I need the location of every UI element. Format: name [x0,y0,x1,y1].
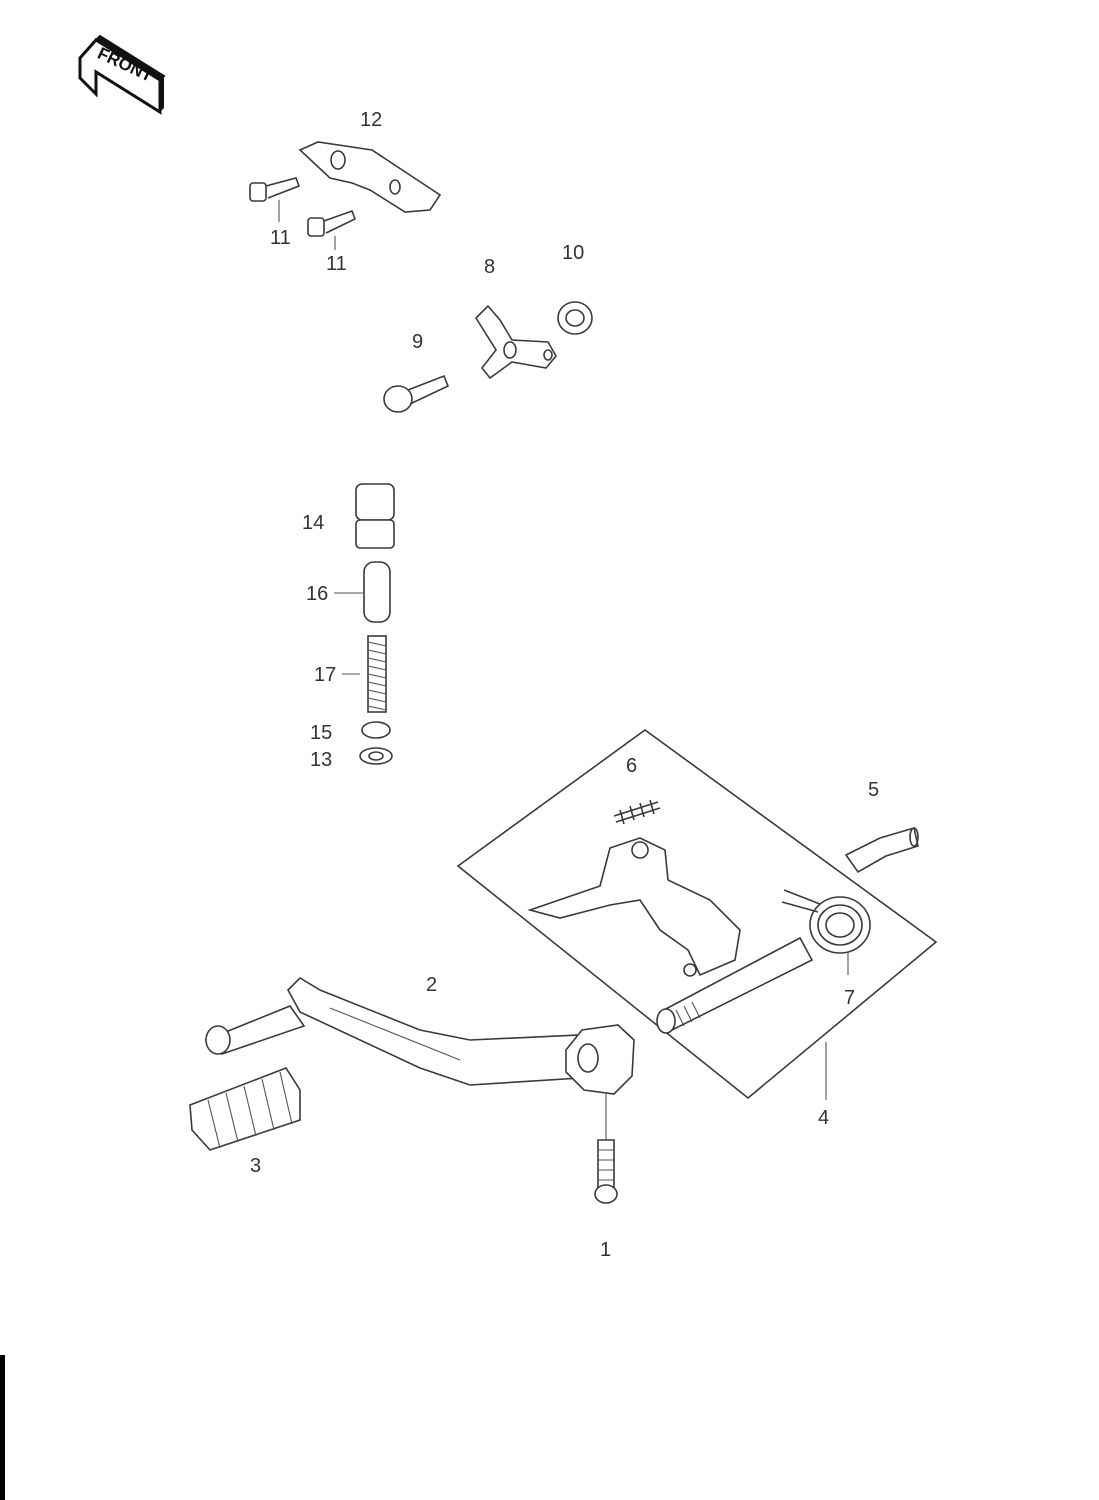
part-5-pin [844,826,919,874]
part-14-cap [355,483,395,549]
callout-6: 6 [626,755,637,777]
part-8-lever [474,304,557,380]
front-arrow-badge: FRONT [78,34,166,115]
scan-edge-bar [0,1355,5,1500]
callout-15: 15 [310,722,332,744]
callout-10: 10 [562,242,584,264]
part-1-bolt [594,1139,618,1204]
callout-11-lower: 11 [326,253,347,275]
callout-3: 3 [250,1155,261,1177]
part-11-bolt-b [307,209,357,250]
callout-2: 2 [426,974,437,996]
part-12-bracket [298,141,442,213]
part-9-bolt [383,374,450,413]
callout-12: 12 [360,109,382,131]
callout-8: 8 [484,256,495,278]
part-6-small-spring [613,799,661,825]
part-3-pedal-rubber [189,1067,301,1151]
part-7-spring-coil [781,889,871,975]
callout-1: 1 [600,1239,611,1261]
callout-16: 16 [306,583,328,605]
callout-4: 4 [818,1107,829,1129]
part-10-nut [557,301,593,335]
callout-5: 5 [868,779,879,801]
part-2-shift-pedal [204,976,635,1140]
part-16-sleeve [334,561,391,623]
part-11-bolt-a [249,177,301,222]
callout-17: 17 [314,664,336,686]
part-4-assembly-box [456,729,938,1100]
part-13-washer [359,747,393,765]
callout-9: 9 [412,331,423,353]
callout-13: 13 [310,749,332,771]
callout-14: 14 [302,512,324,534]
part-15-washer [361,721,391,739]
callout-7: 7 [844,987,855,1009]
callout-11-upper: 11 [270,227,291,249]
part-17-threaded-rod [342,635,387,713]
